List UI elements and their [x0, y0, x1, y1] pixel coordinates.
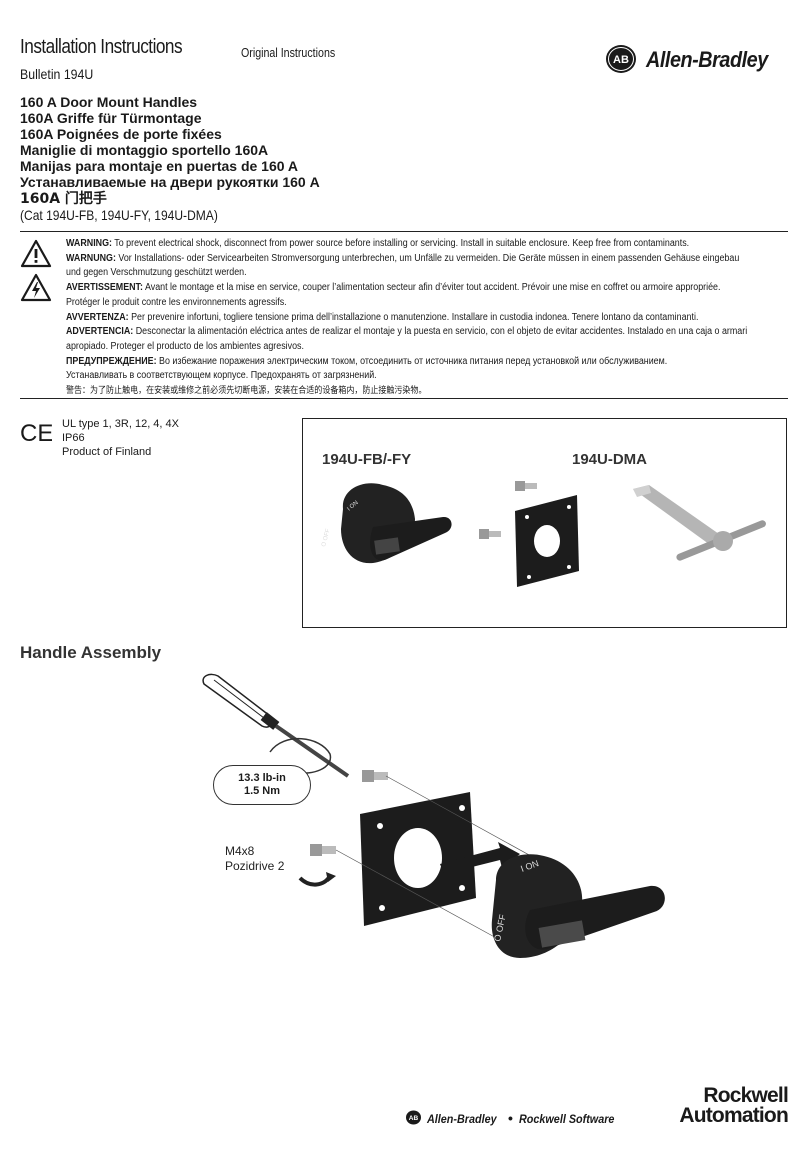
- cert-ul: UL type 1, 3R, 12, 4, 4X: [62, 418, 179, 430]
- screw-illustration: [479, 481, 537, 539]
- title-it: Maniglie di montaggio sportello 160A: [20, 142, 269, 159]
- allen-bradley-logo-icon: AB: [406, 1110, 421, 1125]
- certifications: UL type 1, 3R, 12, 4, 4X IP66 Product of…: [62, 417, 179, 459]
- catalog-numbers: (Cat 194U-FB, 194U-FY, 194U-DMA): [20, 207, 218, 223]
- screw-illustration: [298, 770, 388, 887]
- mounting-plate-illustration: [360, 792, 476, 926]
- page-title: Installation Instructions: [20, 36, 183, 58]
- title-ru: Устанавливаемые на двери рукоятки 160 A: [20, 174, 320, 191]
- cert-origin: Product of Finland: [62, 446, 152, 458]
- svg-text:O OFF: O OFF: [321, 528, 332, 548]
- divider-bottom: [20, 398, 788, 399]
- torque-callout: 13.3 lb-in 1.5 Nm: [213, 765, 311, 805]
- warning-line: apropiado. Proteger el producto de los a…: [66, 340, 304, 352]
- product-overview-box: [302, 418, 787, 628]
- door-handle-illustration: I ON O OFF: [321, 483, 452, 564]
- section-title-handle-assembly: Handle Assembly: [20, 643, 162, 662]
- allen-bradley-logo-icon: AB: [606, 45, 636, 73]
- warning-line: Устанавливать в соответствующем корпусе.…: [66, 370, 377, 382]
- screw-size: M4x8: [225, 844, 255, 858]
- warning-line: Protéger le produit contre les environne…: [66, 296, 287, 308]
- mounting-plate-illustration: [515, 495, 579, 587]
- warning-line: 警告：为了防止触电，在安装或维修之前必须先切断电源，安装在合适的设备箱内，防止接…: [66, 386, 427, 397]
- safety-warnings: WARNING: To prevent electrical shock, di…: [66, 237, 788, 399]
- title-fr: 160A Poignées de porte fixées: [20, 126, 222, 143]
- warning-line: und gegen Verschmutzung geschützt werden…: [66, 267, 247, 279]
- warning-line: AVERTISSEMENT: Avant le montage et la mi…: [66, 282, 721, 294]
- product-titles: 160 A Door Mount Handles 160A Griffe für…: [20, 94, 320, 207]
- title-de: 160A Griffe für Türmontage: [20, 110, 202, 127]
- shaft-illustration: [633, 485, 766, 561]
- warning-line: ADVERTENCIA: Desconectar la alimentación…: [66, 326, 748, 338]
- product-label-fb: 194U-FB/-FY: [322, 451, 412, 468]
- torque-lbin: 13.3 lb-in: [238, 772, 286, 784]
- bulletin-number: Bulletin 194U: [20, 66, 94, 82]
- divider-top: [20, 231, 788, 232]
- footer-separator: •: [508, 1110, 513, 1126]
- automation-line: Automation: [679, 1104, 788, 1127]
- torque-nm: 1.5 Nm: [243, 785, 281, 797]
- electrical-hazard-icon: [20, 273, 52, 302]
- footer-brand-allen-bradley: Allen-Bradley: [427, 1112, 497, 1126]
- brand-name: Allen-Bradley: [646, 47, 768, 72]
- rockwell-automation-logo: Rockwell Automation: [640, 1084, 788, 1127]
- warning-triangle-icon: [20, 239, 52, 268]
- screwdriver-illustration: [202, 673, 350, 778]
- title-zh: 160A 门把手: [20, 190, 107, 207]
- title-en: 160 A Door Mount Handles: [20, 94, 198, 110]
- screw-drive: Pozidrive 2: [225, 859, 285, 873]
- svg-text:AB: AB: [409, 1115, 419, 1122]
- door-handle-illustration: I ON O OFF: [491, 854, 665, 958]
- cert-ip: IP66: [62, 432, 85, 444]
- svg-text:CE: CE: [20, 420, 52, 444]
- assembly-diagram: I ON O OFF: [202, 673, 665, 958]
- product-illustrations: I ON O OFF: [321, 481, 766, 587]
- title-es: Manijas para montaje en puertas de 160 A: [20, 158, 299, 175]
- screw-spec: M4x8 Pozidrive 2: [225, 844, 284, 874]
- logo-text: AB: [613, 54, 629, 66]
- rockwell-line: Rockwell: [703, 1084, 788, 1107]
- footer-brand-rockwell-software: Rockwell Software: [519, 1112, 615, 1126]
- warning-line: ПРЕДУПРЕЖДЕНИЕ: Во избежание поражения э…: [66, 355, 668, 367]
- warning-line: AVVERTENZA: Per prevenire infortuni, tog…: [66, 311, 699, 323]
- product-label-dma: 194U-DMA: [572, 451, 648, 468]
- warning-line: WARNING: To prevent electrical shock, di…: [66, 238, 690, 249]
- warning-line: WARNUNG: Vor Installations- oder Service…: [66, 252, 740, 264]
- original-instructions-note: Original Instructions: [241, 45, 336, 60]
- allen-bradley-brand: AB Allen-Bradley: [604, 44, 790, 76]
- ce-mark-icon: CE: [20, 420, 52, 444]
